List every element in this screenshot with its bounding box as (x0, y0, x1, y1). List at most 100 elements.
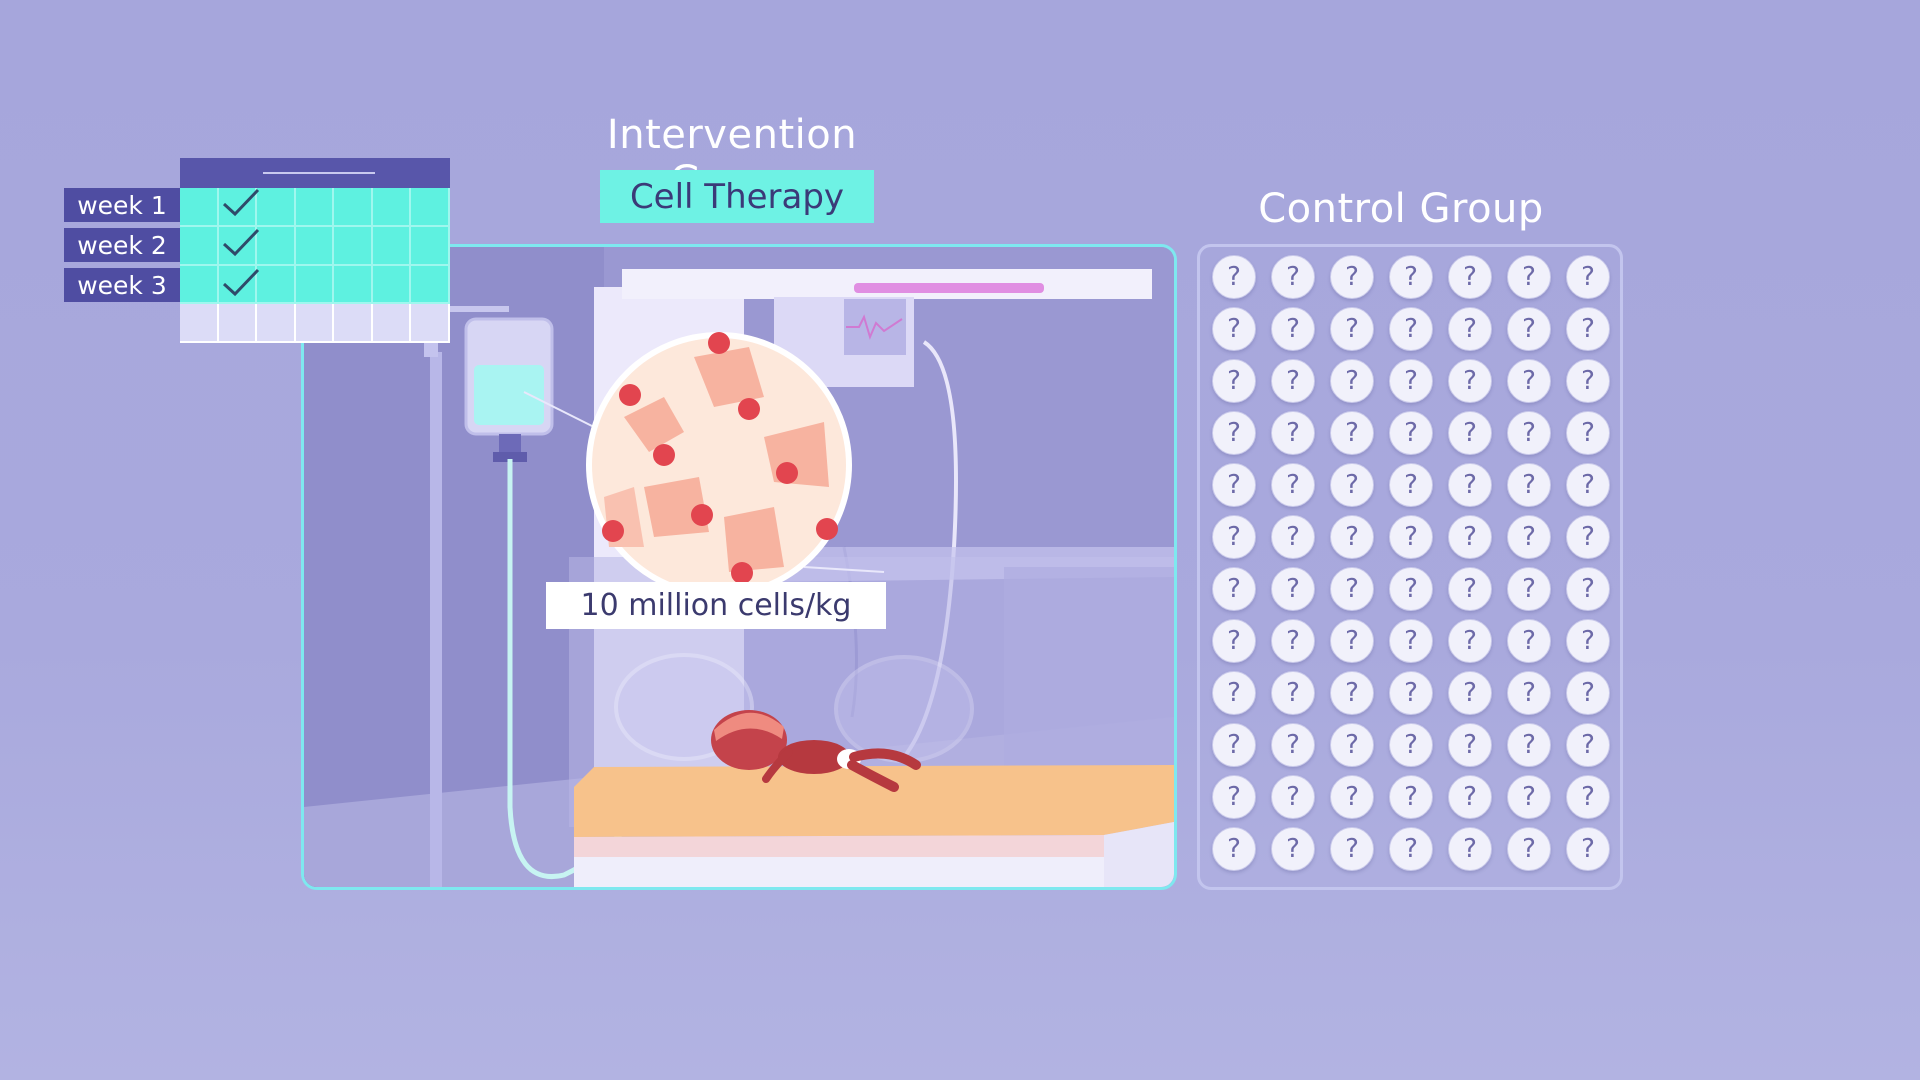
question-mark-icon: ? (1448, 307, 1492, 351)
question-mark-icon: ? (1212, 463, 1256, 507)
calendar-cell (295, 226, 335, 266)
question-mark-icon: ? (1566, 827, 1610, 871)
question-mark-icon: ? (1389, 307, 1433, 351)
question-mark-icon: ? (1389, 411, 1433, 455)
question-mark-icon: ? (1566, 307, 1610, 351)
question-mark-icon: ? (1448, 775, 1492, 819)
cell-therapy-badge: Cell Therapy (600, 170, 874, 223)
calendar-cell (411, 226, 450, 266)
question-mark-icon: ? (1389, 619, 1433, 663)
question-mark-icon: ? (1448, 359, 1492, 403)
question-mark-icon: ? (1212, 411, 1256, 455)
calendar-cell (334, 265, 373, 305)
question-mark-icon: ? (1566, 567, 1610, 611)
calendar-cell (218, 188, 258, 227)
question-mark-icon: ? (1507, 359, 1551, 403)
question-mark-icon: ? (1507, 307, 1551, 351)
question-mark-icon: ? (1566, 515, 1610, 559)
newborn-baby-icon (711, 710, 921, 792)
question-mark-icon: ? (1271, 463, 1315, 507)
question-mark-icon: ? (1448, 411, 1492, 455)
question-mark-icon: ? (1212, 775, 1256, 819)
calendar-cell (257, 265, 296, 305)
question-mark-icon: ? (1566, 775, 1610, 819)
question-mark-icon: ? (1271, 827, 1315, 871)
question-mark-icon: ? (1330, 359, 1374, 403)
question-mark-icon: ? (1271, 723, 1315, 767)
question-mark-icon: ? (1212, 671, 1256, 715)
question-mark-icon: ? (1507, 411, 1551, 455)
unknown-outcomes-grid: ????????????????????????????????????????… (1212, 255, 1610, 871)
calendar-cell (295, 188, 335, 227)
question-mark-icon: ? (1330, 827, 1374, 871)
question-mark-icon: ? (1566, 359, 1610, 403)
question-mark-icon: ? (1448, 567, 1492, 611)
question-mark-icon: ? (1507, 619, 1551, 663)
calendar-cell (218, 304, 258, 343)
question-mark-icon: ? (1448, 515, 1492, 559)
question-mark-icon: ? (1389, 255, 1433, 299)
question-mark-icon: ? (1566, 723, 1610, 767)
checkmark-icon (222, 188, 260, 217)
question-mark-icon: ? (1389, 515, 1433, 559)
question-mark-icon: ? (1566, 619, 1610, 663)
question-mark-icon: ? (1271, 411, 1315, 455)
question-mark-icon: ? (1389, 463, 1433, 507)
question-mark-icon: ? (1330, 411, 1374, 455)
question-mark-icon: ? (1448, 723, 1492, 767)
incubator-mattress (574, 765, 1174, 837)
question-mark-icon: ? (1389, 723, 1433, 767)
question-mark-icon: ? (1212, 359, 1256, 403)
question-mark-icon: ? (1330, 255, 1374, 299)
question-mark-icon: ? (1271, 775, 1315, 819)
question-mark-icon: ? (1330, 723, 1374, 767)
checkmark-icon (222, 268, 260, 297)
control-group-title: Control Group (1258, 186, 1544, 232)
question-mark-icon: ? (1330, 619, 1374, 663)
question-mark-icon: ? (1448, 619, 1492, 663)
week-2-label: week 2 (64, 228, 180, 262)
question-mark-icon: ? (1566, 463, 1610, 507)
question-mark-icon: ? (1389, 775, 1433, 819)
question-mark-icon: ? (1448, 827, 1492, 871)
calendar-cell (411, 188, 450, 227)
calendar-cell (257, 226, 296, 266)
question-mark-icon: ? (1212, 255, 1256, 299)
calendar-cell (372, 188, 412, 227)
question-mark-icon: ? (1271, 515, 1315, 559)
calendar-grid (180, 188, 450, 343)
question-mark-icon: ? (1330, 671, 1374, 715)
question-mark-icon: ? (1566, 255, 1610, 299)
question-mark-icon: ? (1507, 567, 1551, 611)
question-mark-icon: ? (1330, 463, 1374, 507)
question-mark-icon: ? (1389, 671, 1433, 715)
question-mark-icon: ? (1212, 619, 1256, 663)
calendar-cell (372, 265, 412, 305)
calendar-cell (411, 304, 450, 343)
question-mark-icon: ? (1507, 515, 1551, 559)
question-mark-icon: ? (1507, 827, 1551, 871)
question-mark-icon: ? (1212, 567, 1256, 611)
calendar-cell (372, 226, 412, 266)
nicu-incubator-illustration (304, 247, 1174, 887)
question-mark-icon: ? (1507, 255, 1551, 299)
question-mark-icon: ? (1566, 411, 1610, 455)
question-mark-icon: ? (1271, 567, 1315, 611)
calendar-cell (334, 188, 373, 227)
week-1-label: week 1 (64, 188, 180, 222)
question-mark-icon: ? (1507, 671, 1551, 715)
calendar-cell (180, 188, 219, 227)
calendar-cell (257, 304, 296, 343)
checkmark-icon (222, 228, 260, 257)
control-group-panel: ????????????????????????????????????????… (1197, 244, 1623, 890)
cell-zoom-circle (586, 332, 852, 598)
calendar-cell (334, 226, 373, 266)
calendar-cell (180, 304, 219, 343)
calendar-cell (180, 226, 219, 266)
iv-pole (430, 352, 442, 887)
question-mark-icon: ? (1212, 827, 1256, 871)
question-mark-icon: ? (1330, 515, 1374, 559)
intervention-scene (301, 244, 1177, 890)
dose-label: 10 million cells/kg (546, 582, 886, 629)
calendar-cell (372, 304, 412, 343)
